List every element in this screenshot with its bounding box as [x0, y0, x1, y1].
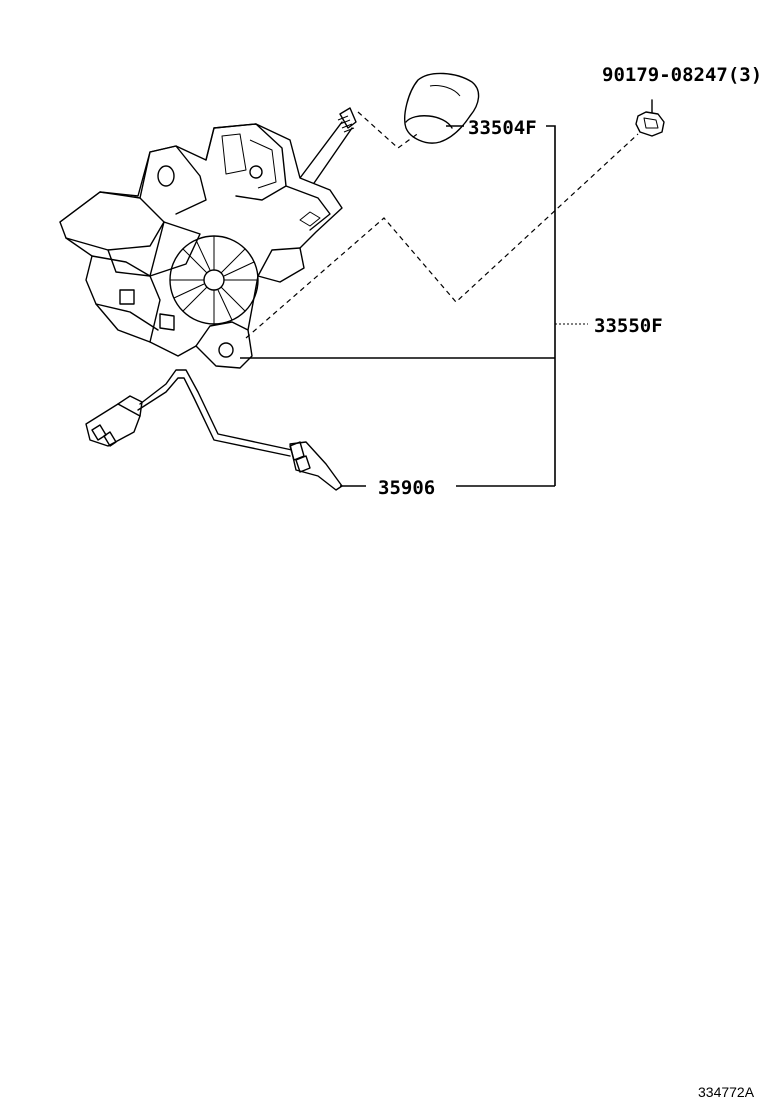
diagram-reference-code: 334772A	[698, 1084, 755, 1100]
nut-drawing[interactable]	[635, 99, 665, 137]
part-label-shift-assy: 33550F	[594, 315, 663, 337]
shift-lever-assembly-drawing[interactable]	[59, 107, 357, 369]
part-label-wire: 35906	[378, 477, 435, 499]
assembly-dashed-lines	[245, 111, 639, 339]
leader-lines	[240, 125, 588, 487]
wire-harness-drawing[interactable]	[85, 369, 343, 491]
part-label-nut: 90179-08247(3)	[602, 64, 760, 86]
part-label-knob: 33504F	[468, 117, 537, 139]
